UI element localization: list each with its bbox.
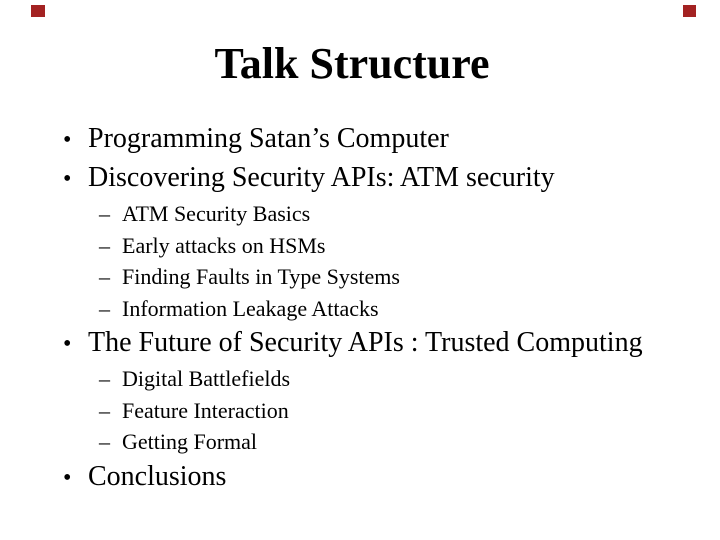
sub-bullet-text: ATM Security Basics [122,201,311,226]
sub-bullet-text: Feature Interaction [122,397,289,423]
dash-glyph: – [99,201,110,226]
sub-bullet-text: Digital Battlefields [122,366,291,391]
red-corner-marker-right [683,5,696,17]
dash-glyph: – [99,232,110,258]
bullet-glyph: • [63,166,72,192]
red-corner-marker-left [31,5,45,17]
bullet-text: Programming Satan’s Computer [88,123,449,154]
bullet-text: Discovering Security APIs: ATM security [88,162,555,193]
outline-list: • Programming Satan’s Computer • Discove… [0,120,720,497]
bullet-glyph: • [63,127,72,153]
dash-glyph: – [99,397,110,423]
sub-bullet-text: Early attacks on HSMs [122,232,326,258]
dash-glyph: – [99,366,110,391]
sub-bullet-text: Finding Faults in Type Systems [122,264,400,289]
bullet-text: The Future of Security APIs : Trusted Co… [88,327,643,358]
sub-bullet-item: – ATM Security Basics [0,198,720,230]
sub-bullet-item: – Finding Faults in Type Systems [0,261,720,293]
sub-bullet-item: – Digital Battlefields [0,363,720,395]
bullet-item: • The Future of Security APIs : Trusted … [0,324,720,363]
bullet-item: • Programming Satan’s Computer [0,120,720,159]
sub-bullet-text: Information Leakage Attacks [122,295,379,321]
slide-title: Talk Structure [214,39,490,88]
sub-bullet-text: Getting Formal [122,429,258,454]
bullet-text: Conclusions [88,460,227,492]
sub-bullet-item: – Getting Formal [0,426,720,458]
bullet-item: • Discovering Security APIs: ATM securit… [0,159,720,198]
dash-glyph: – [99,264,110,289]
sub-bullet-item: – Feature Interaction [0,395,720,427]
dash-glyph: – [99,295,110,321]
bullet-item: • Conclusions [0,458,720,497]
dash-glyph: – [99,429,110,454]
sub-bullet-item: – Early attacks on HSMs [0,230,720,262]
bullet-glyph: • [63,331,72,357]
bullet-glyph: • [63,464,72,491]
sub-bullet-item: – Information Leakage Attacks [0,293,720,325]
